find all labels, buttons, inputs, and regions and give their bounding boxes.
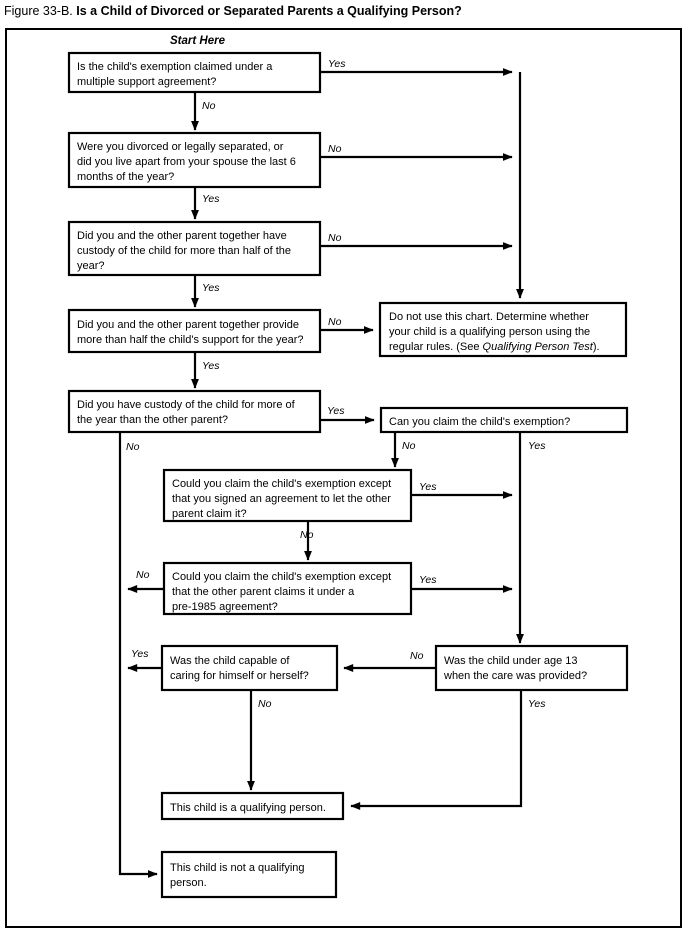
edge-label-q9-no: No — [410, 650, 424, 662]
edge-label-q8-yes: Yes — [419, 574, 437, 586]
node-q2-line-1: Were you divorced or legally separated, … — [77, 141, 284, 153]
node-q4-line-2: more than half the child's support for t… — [77, 334, 304, 346]
node-exemption-except-signed-agreement — [162, 468, 413, 523]
edge-label-q2-no: No — [328, 143, 342, 155]
edge-label-q2-yes: Yes — [202, 193, 220, 205]
edge-label-q4-no: No — [328, 316, 342, 328]
node-q9-line-2: when the care was provided? — [443, 670, 587, 682]
edge-label-q1-no: No — [202, 100, 216, 112]
node-q1-line-2: multiple support agreement? — [77, 76, 216, 88]
node-child-under-age-13 — [434, 644, 629, 692]
edge-label-q3-no: No — [328, 232, 342, 244]
node-q2-line-3: months of the year? — [77, 171, 174, 183]
node-q10-line-2: caring for himself or herself? — [170, 670, 309, 682]
node-is-qualifying-person — [160, 791, 345, 821]
figure-number: Figure 33-B. — [4, 4, 73, 18]
edge-label-q10-no: No — [258, 698, 272, 710]
node-q4-line-1: Did you and the other parent together pr… — [77, 319, 299, 331]
start-here-label: Start Here — [170, 35, 226, 47]
node-q10-line-1: Was the child capable of — [170, 655, 290, 667]
node-can-claim-exemption — [379, 406, 629, 434]
node-q8-line-3: pre-1985 agreement? — [172, 601, 278, 613]
node-divorced-or-separated — [67, 131, 322, 189]
edge-label-q4-yes: Yes — [202, 360, 220, 372]
edge-q9-yes — [350, 690, 523, 810]
node-q1-line-1: Is the child's exemption claimed under a — [77, 61, 273, 73]
edge-label-q6-no: No — [402, 440, 416, 452]
node-q7-line-1: Could you claim the child's exemption ex… — [172, 478, 391, 490]
edge-label-q1-yes: Yes — [328, 58, 346, 70]
node-q3-line-2: custody of the child for more than half … — [77, 245, 291, 257]
node-q9-line-1: Was the child under age 13 — [444, 655, 578, 667]
node-q5-line-2: the year than the other parent? — [77, 414, 228, 426]
node-r1-line-2: your child is a qualifying person using … — [389, 326, 590, 338]
node-r2-line-1: This child is a qualifying person. — [170, 802, 326, 814]
edge-label-q10-yes: Yes — [131, 648, 149, 660]
node-q8-line-2: that the other parent claims it under a — [172, 586, 355, 598]
node-parents-provided-half-support — [67, 308, 322, 354]
edge-label-q5-yes: Yes — [327, 405, 345, 417]
node-custodial-parent-more-of-year — [67, 389, 322, 434]
node-q7-line-3: parent claim it? — [172, 508, 247, 520]
node-exemption-except-pre1985-agreement — [162, 561, 413, 616]
node-q3-line-1: Did you and the other parent together ha… — [77, 230, 287, 242]
node-r3-line-1: This child is not a qualifying — [170, 862, 305, 874]
page-title: Figure 33-B. Is a Child of Divorced or S… — [4, 4, 462, 18]
node-r3-line-2: person. — [170, 877, 207, 889]
edge-label-q7-yes: Yes — [419, 481, 437, 493]
node-not-qualifying-person — [160, 850, 338, 899]
edge-label-q8-no: No — [136, 569, 150, 581]
node-multiple-support-agreement — [67, 51, 322, 94]
edge-label-q6-yes: Yes — [528, 440, 546, 452]
node-q6-line-1: Can you claim the child's exemption? — [389, 416, 570, 428]
edge-label-q9-yes: Yes — [528, 698, 546, 710]
node-q7-line-2: that you signed an agreement to let the … — [172, 493, 391, 505]
figure-heading: Is a Child of Divorced or Separated Pare… — [76, 4, 462, 18]
edge-label-q5-no: No — [126, 441, 140, 453]
edge-label-q3-yes: Yes — [202, 282, 220, 294]
node-joint-custody-half-year — [67, 220, 322, 277]
node-r1-line-3: regular rules. (See Qualifying Person Te… — [389, 341, 600, 353]
node-q3-line-3: year? — [77, 260, 105, 272]
node-q5-line-1: Did you have custody of the child for mo… — [77, 399, 296, 411]
edge-label-q7-no: No — [300, 529, 314, 541]
node-q2-line-2: did you live apart from your spouse the … — [77, 156, 296, 168]
node-do-not-use-this-chart — [378, 301, 628, 358]
edge-q5-no — [118, 432, 158, 878]
node-q8-line-1: Could you claim the child's exemption ex… — [172, 571, 391, 583]
node-child-capable-of-self-care — [160, 644, 339, 692]
node-r1-line-1: Do not use this chart. Determine whether — [389, 311, 589, 323]
